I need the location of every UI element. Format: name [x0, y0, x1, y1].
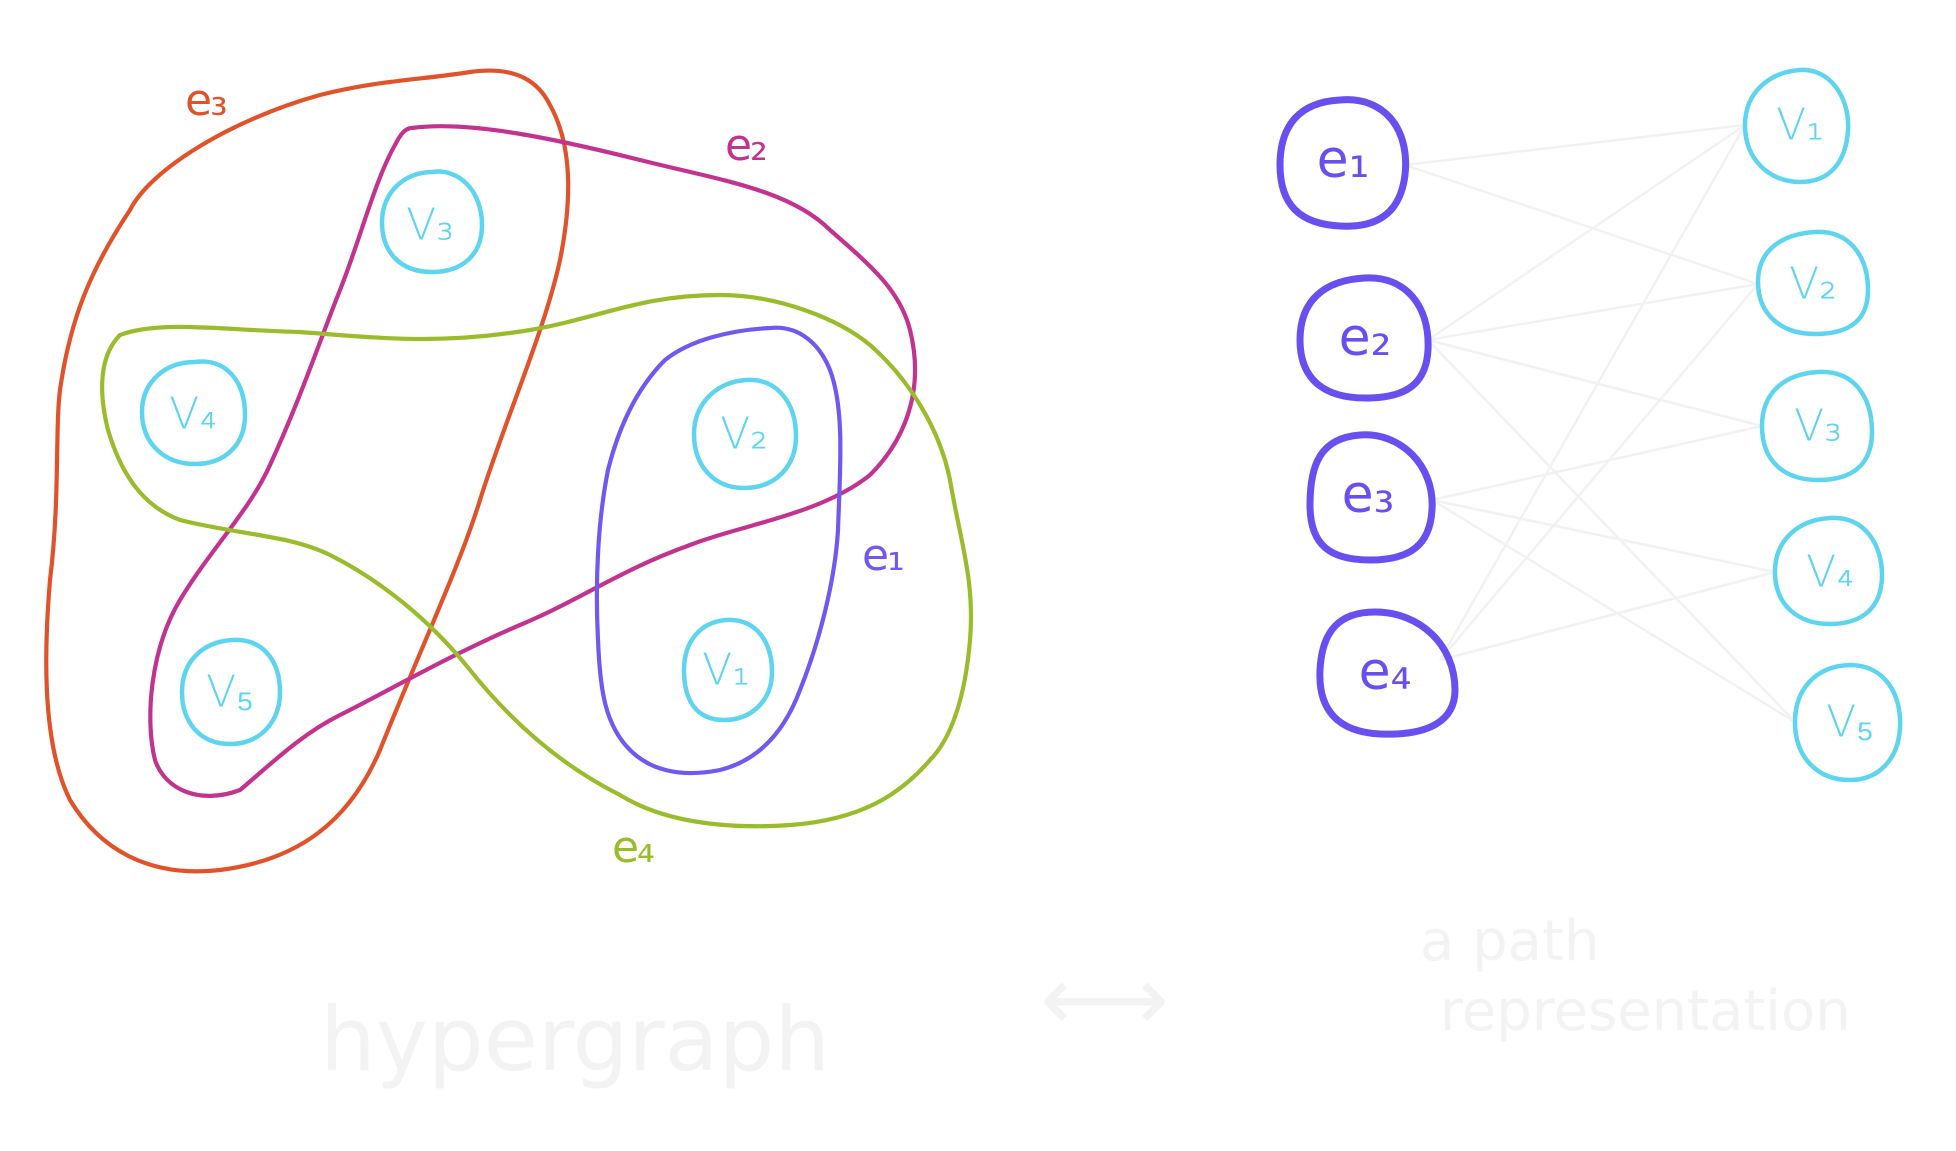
bip-vertex-node-v1[interactable]: V₁ [1742, 67, 1851, 185]
hg-vertex-v4[interactable]: V₄ [139, 359, 248, 467]
hg-vertex-v2-circle [691, 377, 799, 491]
bip-vertex-node-v5-circle [1792, 662, 1903, 783]
hg-vertex-v3-label: V₃ [406, 200, 454, 251]
hg-vertex-v3[interactable]: V₃ [379, 169, 485, 275]
hg-vertex-v5-circle [179, 637, 283, 747]
hg-vertex-v4-circle [139, 359, 248, 467]
bipartite-edge-nodes: e₁ e₂ e₃ e₄ [1276, 96, 1459, 738]
bip-edge-node-e2[interactable]: e₂ [1296, 274, 1432, 402]
bip-vertex-node-v5-label: V₅ [1826, 697, 1874, 748]
hyperedge-e1-outline [594, 325, 843, 776]
hg-vertex-v3-circle [379, 169, 485, 275]
bip-link-e2-v2 [1427, 282, 1759, 342]
hyperedge-e1-label: e₁ [862, 530, 903, 581]
bip-edge-node-e3-circle [1306, 431, 1436, 564]
hyperedge-e4-label: e₄ [612, 822, 654, 873]
bipartite-connections [1404, 123, 1796, 724]
hg-vertex-v4-label: V₄ [169, 389, 217, 440]
bip-vertex-node-v3-label: V₃ [1794, 401, 1842, 452]
bipartite-graph: e₁ e₂ e₃ e₄ V₁ [1276, 67, 1903, 783]
bipartite-vertex-nodes: V₁ V₂ V₃ V₄ V₅ [1742, 67, 1903, 783]
caption-path-line1: a path [1420, 909, 1599, 974]
bip-edge-node-e4-circle [1316, 608, 1459, 738]
bip-vertex-node-v2-circle [1755, 229, 1871, 337]
bip-link-e4-v1 [1438, 124, 1747, 661]
hypergraph: V₃ V₄ V₅ V₂ V₁ [44, 68, 974, 874]
bip-link-e2-v1 [1427, 123, 1746, 342]
bip-link-e1-v1 [1404, 123, 1746, 167]
bip-edge-node-e2-label: e₂ [1339, 308, 1392, 368]
bip-link-e3-v5 [1431, 498, 1796, 724]
bip-edge-node-e1-label: e₁ [1317, 130, 1370, 190]
hg-vertex-v1-circle [681, 617, 775, 723]
bip-vertex-node-v1-label: V₁ [1776, 100, 1824, 151]
bip-edge-node-e4[interactable]: e₄ [1316, 608, 1459, 738]
bip-edge-node-e2-circle [1296, 274, 1432, 402]
hyperedge-e3-label: e₃ [185, 75, 226, 126]
bip-edge-node-e3[interactable]: e₃ [1306, 431, 1436, 564]
bip-vertex-node-v2-label: V₂ [1789, 259, 1837, 310]
bip-edge-node-e3-label: e₃ [1342, 465, 1395, 525]
bip-link-e2-v3 [1427, 338, 1763, 428]
bip-link-e2-v5 [1427, 339, 1796, 723]
bip-link-e3-v3 [1431, 424, 1763, 502]
hg-vertex-v2[interactable]: V₂ [691, 377, 799, 491]
hyperedge-e4-outline [100, 292, 974, 829]
bip-vertex-node-v3-circle [1759, 369, 1875, 483]
bip-vertex-node-v4-label: V₄ [1806, 547, 1854, 598]
caption-path-line2: representation [1440, 979, 1851, 1044]
bip-vertex-node-v5[interactable]: V₅ [1792, 662, 1903, 783]
bip-edge-node-e4-label: e₄ [1359, 642, 1412, 702]
bip-link-e4-v4 [1439, 570, 1776, 662]
faint-captions: hypergraph ⟷ a path representation [320, 909, 1851, 1091]
hg-vertex-v1-label: V₁ [702, 645, 750, 696]
bip-vertex-node-v2[interactable]: V₂ [1755, 229, 1871, 337]
hg-vertex-v1[interactable]: V₁ [681, 617, 775, 723]
hyperedge-e2-label: e₂ [725, 120, 766, 171]
hg-vertex-v5-label: V₅ [206, 667, 254, 718]
hg-vertex-v5[interactable]: V₅ [179, 637, 283, 747]
bip-vertex-node-v1-circle [1742, 67, 1851, 185]
caption-arrow: ⟷ [1040, 947, 1169, 1052]
bip-vertex-node-v4-circle [1772, 515, 1885, 627]
bip-vertex-node-v4[interactable]: V₄ [1772, 515, 1885, 627]
bip-vertex-node-v3[interactable]: V₃ [1759, 369, 1875, 483]
bip-edge-node-e1-circle [1276, 96, 1410, 230]
bip-link-e4-v2 [1439, 283, 1759, 661]
caption-hypergraph: hypergraph [320, 988, 830, 1091]
hg-vertex-v2-label: V₂ [720, 409, 768, 460]
hypergraph-vertices: V₃ V₄ V₅ V₂ V₁ [139, 169, 799, 747]
bip-link-e1-v2 [1404, 163, 1759, 286]
hyperedge-e2-outline [148, 124, 918, 798]
bip-edge-node-e1[interactable]: e₁ [1276, 96, 1410, 230]
bip-link-e3-v4 [1431, 498, 1776, 574]
hyperedge-e3-outline [44, 68, 571, 874]
